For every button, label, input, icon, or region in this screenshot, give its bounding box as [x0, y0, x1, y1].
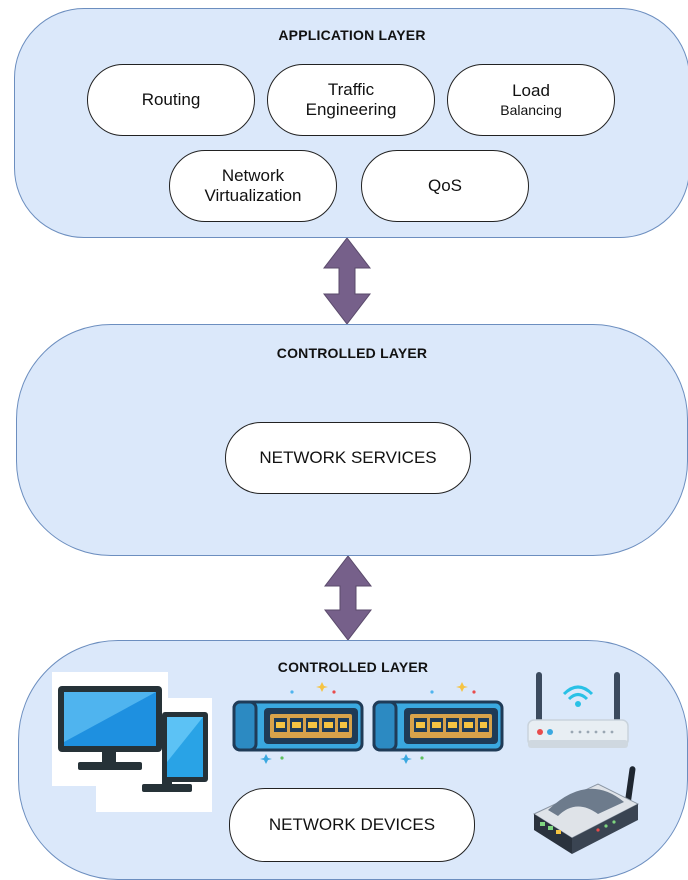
routing-node: Routing [87, 64, 255, 136]
load-balancing-node: Load Balancing [447, 64, 615, 136]
network-services-label: NETWORK SERVICES [259, 447, 437, 467]
bidirectional-arrow-icon [322, 238, 372, 324]
network-switch-icon [372, 682, 504, 764]
network-virtualization-label-line2: Virtualization [204, 186, 302, 205]
traffic-engineering-node: Traffic Engineering [267, 64, 435, 136]
traffic-engineering-label-line1: Traffic [327, 79, 375, 99]
network-services-node: NETWORK SERVICES [225, 422, 471, 494]
network-switch-icon [232, 682, 364, 764]
traffic-engineering-label-line2: Engineering [305, 100, 397, 119]
application-layer-title: APPLICATION LAYER [278, 27, 426, 43]
network-devices-label: NETWORK DEVICES [268, 814, 436, 834]
controlled-layer: CONTROLLED LAYER NETWORK SERVICES [16, 324, 688, 556]
load-balancing-label-line2: Balancing [500, 101, 562, 118]
network-virtualization-node: Network Virtualization [169, 150, 337, 222]
network-virtualization-label-line1: Network [221, 165, 285, 185]
qos-node: QoS [361, 150, 529, 222]
application-layer: APPLICATION LAYER Routing Traffic Engine… [14, 8, 688, 238]
network-devices-node: NETWORK DEVICES [229, 788, 475, 862]
bidirectional-arrow-icon [323, 556, 373, 640]
routing-label: Routing [141, 89, 201, 109]
wireless-router-icon [532, 766, 640, 854]
device-layer-title: CONTROLLED LAYER [277, 659, 429, 675]
controlled-layer-title: CONTROLLED LAYER [276, 345, 428, 361]
qos-label: QoS [427, 175, 463, 195]
desktop-computers-icon [52, 672, 212, 812]
wifi-router-icon [527, 672, 629, 748]
load-balancing-label-line1: Load [512, 81, 550, 101]
